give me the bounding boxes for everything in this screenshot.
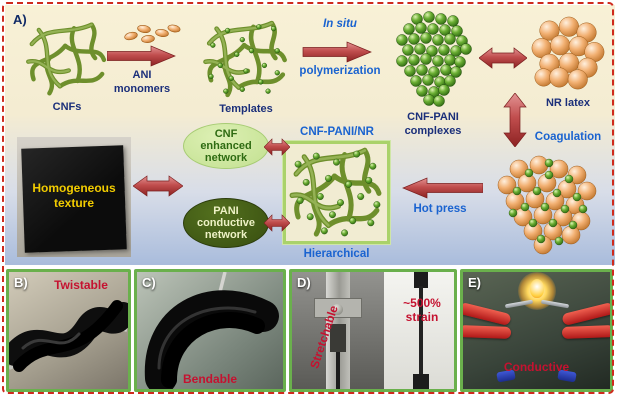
panel-e-conductive-photo: E) Conductive bbox=[460, 269, 613, 392]
polymerization-label: polymerization bbox=[299, 65, 381, 77]
bendable-caption: Bendable bbox=[182, 372, 237, 386]
nr-latex-label: NR latex bbox=[545, 97, 591, 109]
arrow-right-polymerization-icon bbox=[302, 41, 372, 63]
coagulated-cluster-graphic bbox=[497, 155, 597, 255]
homogeneous-label-line2: texture bbox=[53, 196, 94, 210]
homogeneous-label-line1: Homogeneous bbox=[32, 181, 116, 195]
hot-press-label: Hot press bbox=[413, 203, 467, 215]
double-arrow-mix-icon bbox=[479, 47, 527, 69]
tensile-machine-graphic bbox=[292, 272, 384, 389]
panel-b-twistable-photo: B) Twistable bbox=[6, 269, 131, 392]
stretched-specimen-graphic bbox=[384, 272, 454, 389]
red-clip-handle-right-2 bbox=[561, 325, 610, 339]
panel-c-label: C) bbox=[142, 275, 156, 290]
ani-label-line2: monomers bbox=[113, 83, 171, 95]
ani-label-line1: ANI bbox=[132, 69, 152, 81]
complexes-label-line1: CNF-PANI bbox=[407, 111, 459, 123]
twisted-film-graphic bbox=[9, 300, 128, 372]
conductive-caption: Conductive bbox=[503, 360, 570, 374]
ani-monomers-icon bbox=[124, 24, 181, 43]
nr-latex-graphic bbox=[531, 16, 605, 90]
red-clip-handle-right-1 bbox=[561, 301, 610, 327]
led-flame-icon bbox=[530, 279, 544, 298]
panel-a-synthesis-scheme: A) CNFs ANI monomers bbox=[5, 5, 615, 265]
red-clip-handle-left-2 bbox=[463, 325, 512, 339]
cnfs-label: CNFs bbox=[52, 101, 82, 113]
panel-d-label: D) bbox=[297, 275, 311, 290]
hierarchical-label: Hierarchical bbox=[303, 248, 370, 260]
double-arrow-texture-icon bbox=[133, 175, 183, 197]
panel-a-label: A) bbox=[13, 12, 27, 27]
double-arrow-cnf-icon bbox=[264, 138, 290, 156]
in-situ-label: In situ bbox=[323, 18, 357, 30]
twistable-caption: Twistable bbox=[54, 278, 108, 292]
cnf-network-graphic bbox=[23, 19, 111, 99]
pani-conductive-network-badge: PANI conductive network bbox=[183, 198, 269, 248]
cnf-pani-complexes-graphic bbox=[396, 11, 472, 107]
complexes-label-line2: complexes bbox=[404, 125, 462, 137]
templates-network-graphic bbox=[200, 17, 292, 101]
panel-e-label: E) bbox=[468, 275, 481, 290]
strain-label-line1: ~500% bbox=[403, 296, 441, 310]
cnf-enhanced-network-badge: CNF enhanced network bbox=[183, 123, 269, 169]
coagulation-label: Coagulation bbox=[534, 131, 602, 143]
composite-title-label: CNF-PANI/NR bbox=[300, 126, 374, 138]
double-arrow-pani-icon bbox=[264, 214, 290, 232]
strain-label-line2: strain bbox=[405, 310, 439, 324]
arrow-right-ani-icon bbox=[107, 45, 176, 67]
panel-c-bendable-photo: C) Bendable bbox=[134, 269, 286, 392]
red-clip-handle-left-1 bbox=[463, 301, 512, 327]
panel-d-stretchable-photo: D) Stretchable ~500% strain bbox=[289, 269, 457, 392]
hierarchical-composite-graphic bbox=[283, 141, 390, 244]
panel-b-label: B) bbox=[14, 275, 28, 290]
bent-film-graphic bbox=[144, 272, 279, 389]
double-arrow-coagulation-icon bbox=[503, 93, 527, 147]
templates-label: Templates bbox=[219, 103, 273, 115]
homogeneous-texture-photo: Homogeneous texture bbox=[17, 137, 131, 257]
arrow-left-hot-press-icon bbox=[402, 177, 483, 199]
